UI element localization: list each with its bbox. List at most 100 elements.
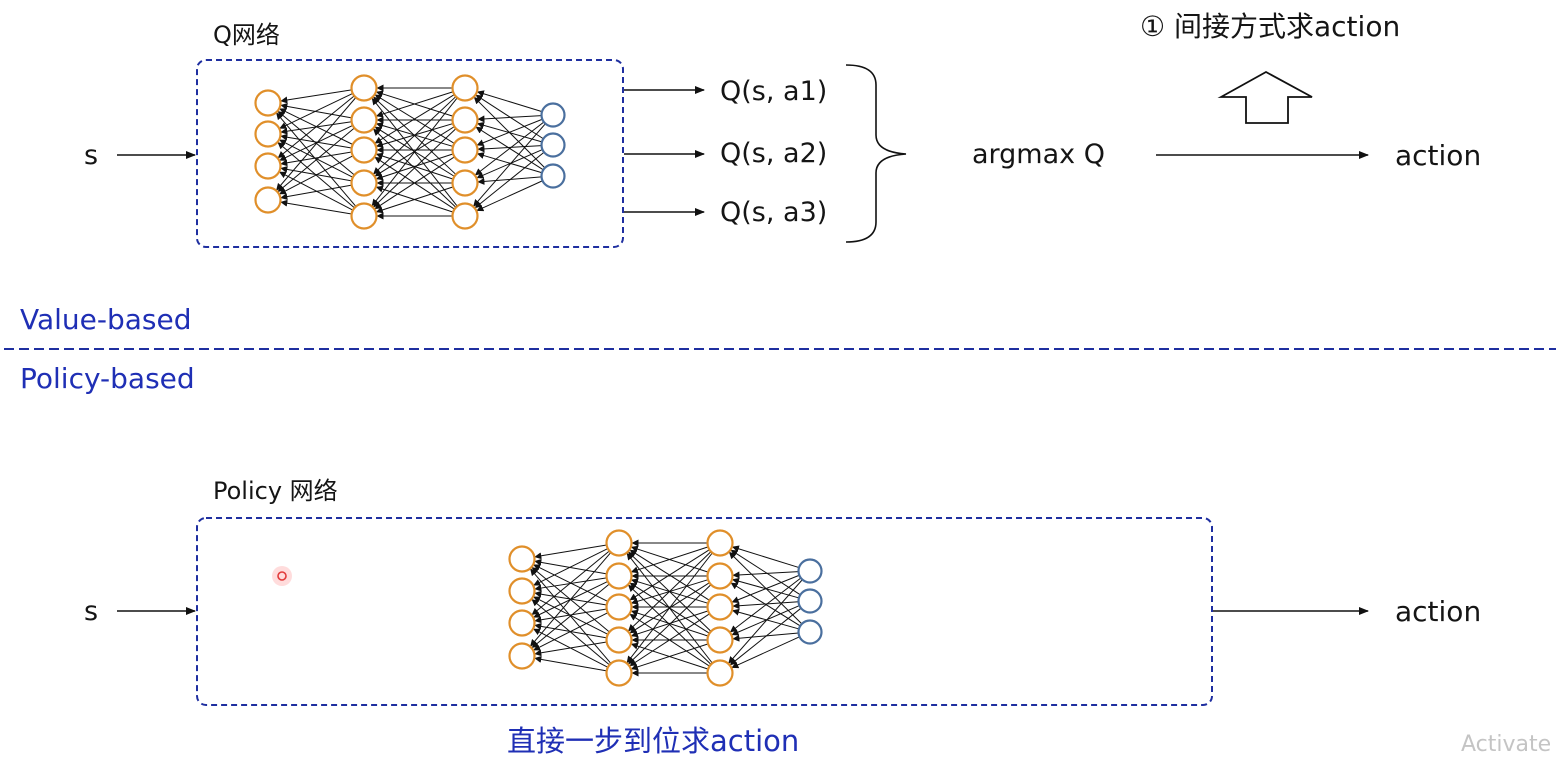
network-edge <box>730 582 801 627</box>
network-edge <box>473 123 546 207</box>
neuron-node <box>706 593 734 621</box>
network-edge <box>476 152 543 174</box>
network-edge <box>476 118 543 147</box>
neuron-node <box>540 132 566 158</box>
network-edge <box>531 567 610 633</box>
q-output-1: Q(s, a1) <box>720 76 828 107</box>
neuron-node <box>508 642 536 670</box>
neuron-node <box>706 659 734 687</box>
network-edge <box>475 94 544 140</box>
neuron-node <box>605 529 633 557</box>
network-edge <box>533 596 609 635</box>
neuron-node <box>350 74 378 102</box>
policy-network-box <box>196 517 1213 706</box>
neuron-node <box>254 152 282 180</box>
network-edge <box>731 636 800 669</box>
network-edge <box>279 139 354 178</box>
network-edge <box>373 96 457 175</box>
neuron-node <box>254 120 282 148</box>
network-edge <box>277 111 355 176</box>
network-edge <box>534 590 607 606</box>
network-edge <box>375 122 454 147</box>
network-edge <box>534 544 607 560</box>
value-based-label: Value-based <box>20 303 192 336</box>
network-edge <box>374 94 455 144</box>
network-edge <box>534 655 607 672</box>
network-edge <box>730 549 801 596</box>
q-network-box <box>196 59 624 248</box>
hollow-up-arrow-icon <box>1217 70 1313 124</box>
network-edge <box>626 552 713 664</box>
network-edge <box>630 609 709 637</box>
network-edge <box>477 176 542 185</box>
neuron-node <box>706 529 734 557</box>
network-edge <box>732 601 799 610</box>
network-edge <box>375 152 454 180</box>
network-edge <box>534 558 607 575</box>
network-edge <box>280 89 352 104</box>
policy-network-graph <box>508 529 823 687</box>
q-network-graph <box>254 74 566 230</box>
network-edge <box>371 97 458 207</box>
network-edge <box>731 545 800 569</box>
q-output-2: Q(s, a2) <box>720 138 828 169</box>
neuron-node <box>605 626 633 654</box>
neuron-node <box>797 619 823 645</box>
neuron-node <box>706 562 734 590</box>
network-edge <box>280 165 352 182</box>
network-edge <box>374 156 455 210</box>
output-brace <box>845 64 907 243</box>
network-edge <box>476 180 543 212</box>
network-edge <box>280 151 352 167</box>
network-edge <box>629 613 710 667</box>
network-edge <box>732 632 799 642</box>
network-edge <box>280 133 352 149</box>
network-edge <box>630 642 709 670</box>
policy-based-label: Policy-based <box>20 362 195 395</box>
neuron-node <box>605 593 633 621</box>
neuron-node <box>350 136 378 164</box>
neuron-node <box>350 169 378 197</box>
cursor-glow <box>272 566 292 586</box>
neuron-node <box>508 577 536 605</box>
neuron-node <box>451 202 479 230</box>
network-edge <box>279 171 354 211</box>
cursor-dot-icon <box>277 571 287 581</box>
q-network-title: Q网络 <box>213 21 280 49</box>
policy-network-title: Policy 网络 <box>213 477 338 505</box>
neuron-node <box>508 545 536 573</box>
neuron-node <box>350 202 378 230</box>
neuron-node <box>540 163 566 189</box>
q-input-label: s <box>84 140 99 171</box>
network-edge <box>279 108 353 145</box>
neuron-node <box>797 588 823 614</box>
network-edge <box>375 185 454 213</box>
network-edge <box>531 599 610 666</box>
neuron-node <box>605 562 633 590</box>
neuron-node <box>508 609 536 637</box>
neuron-node <box>350 106 378 134</box>
network-edge <box>728 579 803 664</box>
network-edge <box>475 126 544 171</box>
neuron-node <box>605 659 633 687</box>
network-edge <box>280 102 352 119</box>
network-edge <box>628 551 712 632</box>
policy-action-label: action <box>1395 595 1482 628</box>
network-edge <box>276 112 357 207</box>
watermark: Activate <box>1461 732 1552 757</box>
neuron-node <box>451 136 479 164</box>
neuron-node <box>451 74 479 102</box>
network-edge <box>628 584 712 665</box>
neuron-node <box>540 102 566 128</box>
network-edge <box>533 628 609 668</box>
network-edge <box>534 622 607 639</box>
network-edge <box>280 199 352 215</box>
value-action-label: action <box>1395 139 1482 172</box>
network-edge <box>534 608 607 624</box>
network-edge <box>373 128 457 208</box>
argmax-label: argmax Q <box>972 139 1105 170</box>
neuron-node <box>706 626 734 654</box>
network-edge <box>476 90 543 113</box>
network-edge <box>533 564 609 602</box>
